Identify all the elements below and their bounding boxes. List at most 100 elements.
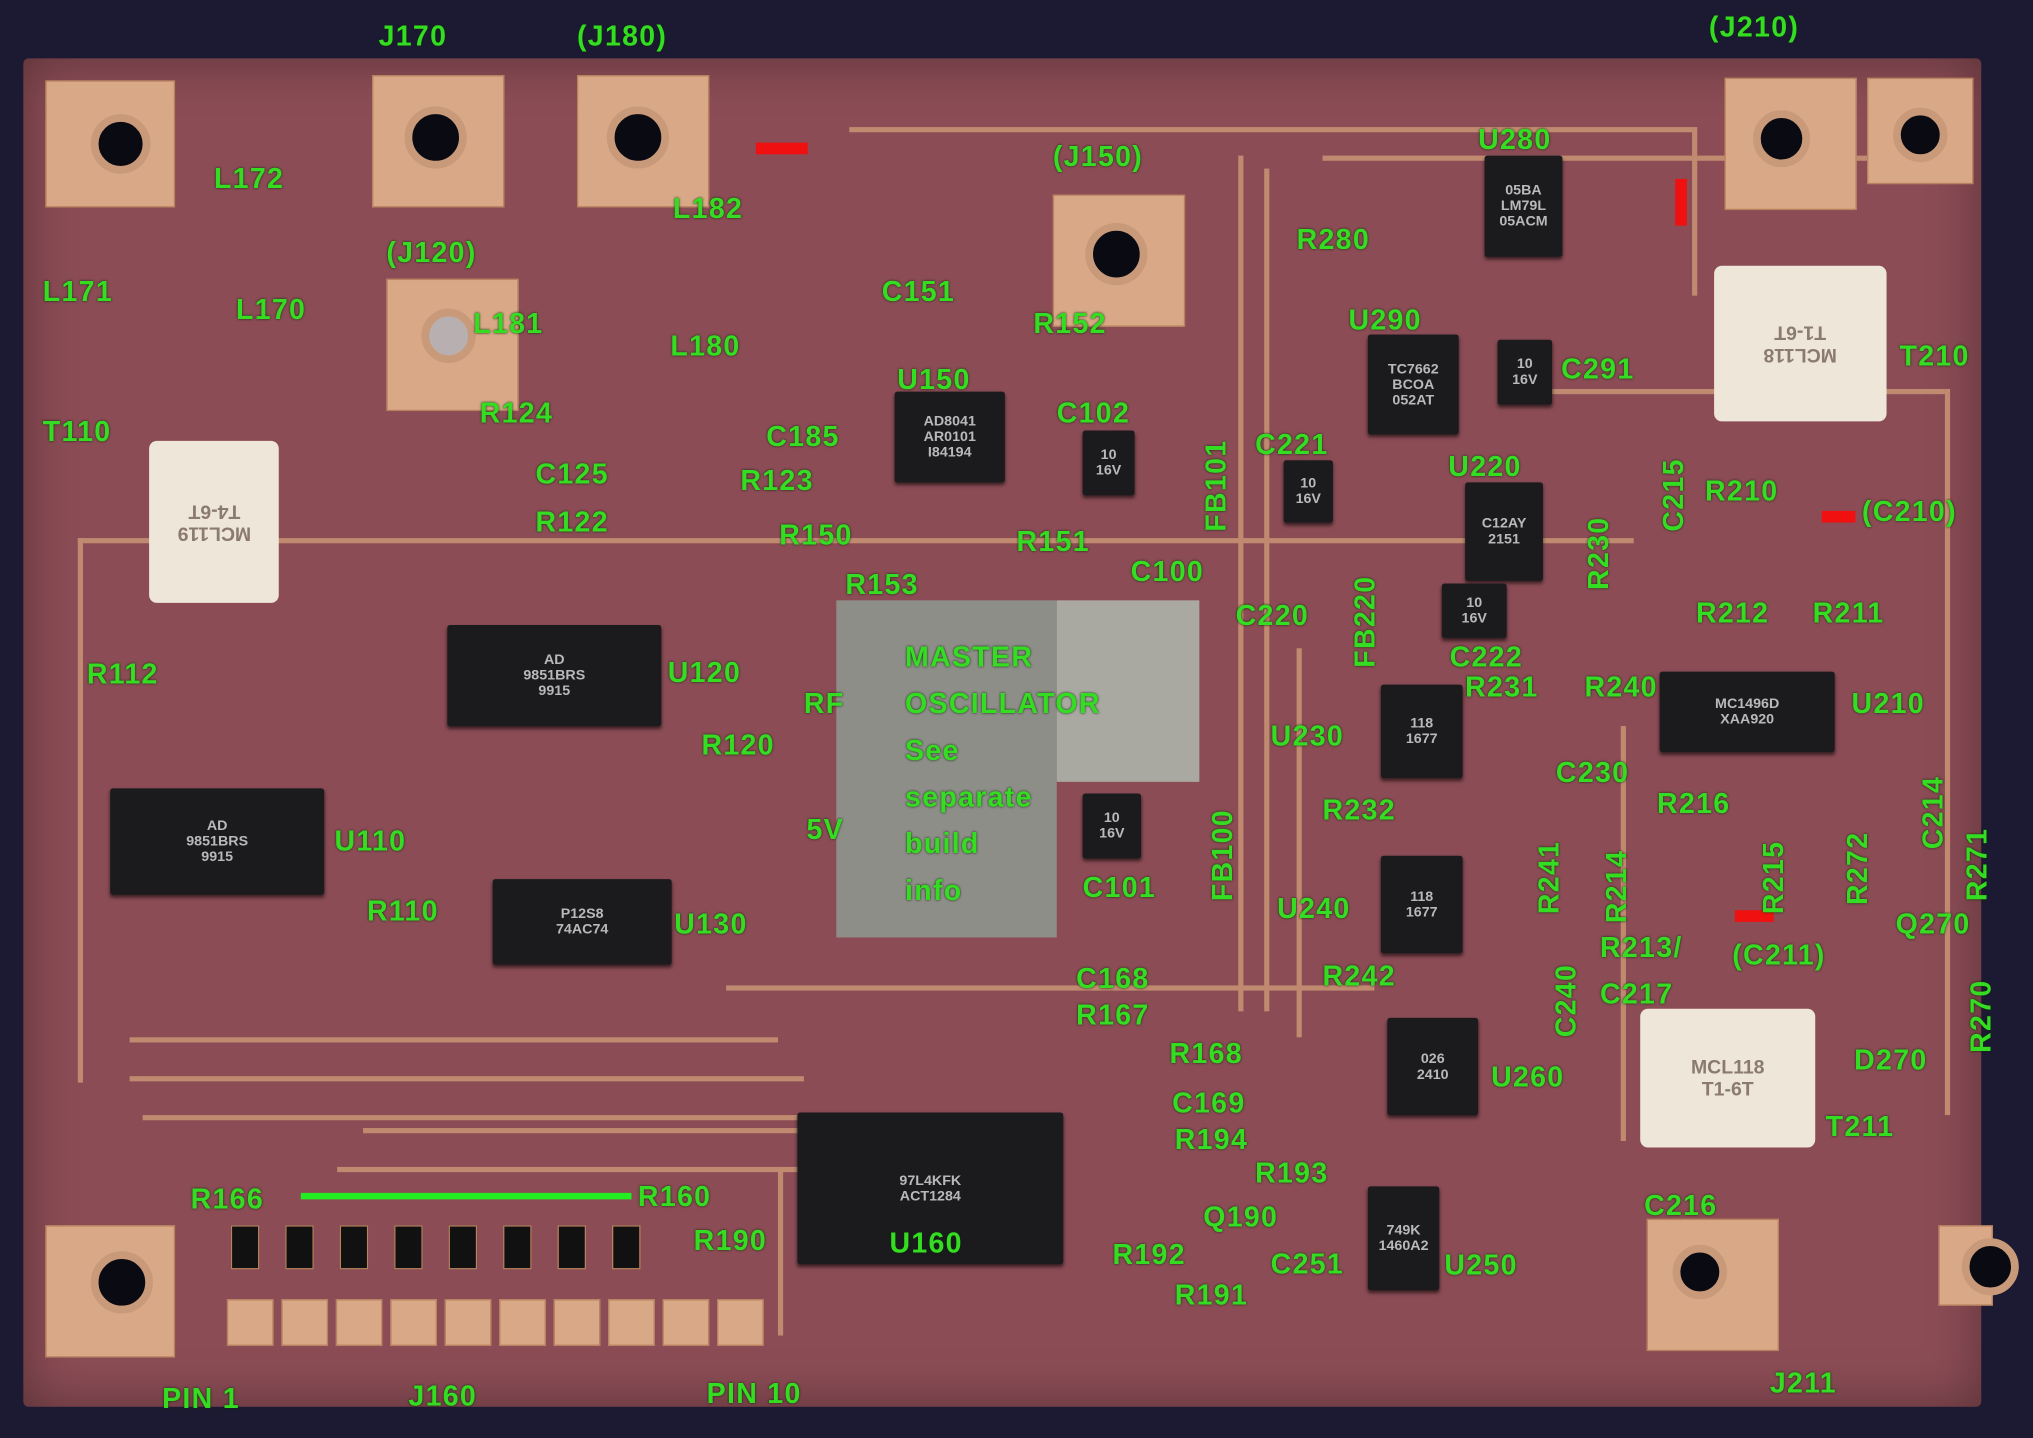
component-label: R151: [1016, 525, 1090, 558]
header-pin: [335, 1299, 383, 1346]
component-label: R272: [1841, 831, 1874, 906]
component-label: R215: [1756, 840, 1790, 915]
copper-trace: [1692, 127, 1698, 296]
component-label: FB220: [1348, 575, 1381, 668]
transformer: MCL119 T4-6T: [149, 440, 279, 603]
resistor-pad: [339, 1225, 369, 1270]
component-label: MASTER: [905, 640, 1034, 673]
mounting-hole: [1893, 107, 1948, 163]
transformer: MCL118 T1-6T: [1714, 265, 1887, 422]
component-label: R152: [1033, 307, 1107, 340]
component-label: R242: [1322, 959, 1396, 992]
jack-hole: [421, 308, 476, 364]
component-label: R211: [1812, 596, 1885, 629]
component-label: C291: [1561, 352, 1635, 386]
component-label: C101: [1082, 871, 1157, 904]
component-label: R112: [86, 657, 159, 690]
component-label: J211: [1769, 1366, 1837, 1400]
copper-trace: [129, 1037, 778, 1043]
header-pin: [444, 1299, 492, 1346]
copper-trace: [129, 1076, 804, 1082]
component-label: R241: [1532, 840, 1565, 915]
transformer-marking: MCL118 T1-6T: [1763, 321, 1838, 366]
component-label: R123: [740, 464, 814, 497]
ic-chip: AD8041 AR0101 I84194: [894, 391, 1005, 483]
transformer-marking: MCL119 T4-6T: [177, 499, 251, 544]
ic-chip: P12S8 74AC74: [492, 879, 672, 965]
component-label: (J120): [386, 235, 477, 269]
component-label: T210: [1899, 339, 1970, 373]
component-label: C151: [881, 274, 956, 308]
component-label: See: [905, 733, 960, 767]
copper-trace: [1296, 648, 1302, 1038]
component-label: R190: [693, 1223, 768, 1257]
resistor-pad: [394, 1225, 423, 1270]
copper-trace: [1322, 155, 1868, 161]
component-label: C217: [1600, 977, 1674, 1011]
component-label: (C210): [1861, 495, 1957, 528]
component-label: C168: [1076, 962, 1150, 995]
component-label: (J150): [1052, 140, 1144, 173]
copper-trace: [1944, 388, 1951, 1116]
component-label: C125: [535, 457, 609, 491]
component-label: R271: [1960, 827, 1993, 902]
ic-chip: AD 9851BRS 9915: [110, 788, 325, 895]
component-label: T110: [42, 414, 112, 448]
component-label: R240: [1584, 670, 1658, 703]
copper-trace: [1620, 726, 1626, 1142]
component-label: U210: [1851, 687, 1925, 720]
component-label: (C211): [1732, 938, 1826, 972]
mounting-hole: [404, 106, 467, 169]
header-pin: [553, 1299, 601, 1346]
connector-pad: [576, 75, 710, 208]
copper-trace: [337, 1166, 804, 1173]
component-label: C102: [1056, 396, 1131, 430]
component-label: R110: [366, 894, 439, 928]
ic-chip: 10 16V: [1497, 339, 1553, 405]
component-label: U120: [667, 656, 742, 689]
mounting-hole: [90, 1251, 153, 1314]
component-label: D270: [1854, 1043, 1928, 1077]
master-oscillator-can: [1056, 600, 1200, 782]
component-label: L180: [670, 329, 741, 362]
component-label: C185: [766, 420, 840, 453]
component-label: C220: [1235, 599, 1310, 632]
mounting-hole: [90, 114, 151, 174]
component-label: U160: [889, 1226, 963, 1259]
ic-chip: 10 16V: [1082, 793, 1142, 859]
ic-chip: MC1496D XAA920: [1659, 671, 1835, 753]
ic-chip: AD 9851BRS 9915: [447, 624, 662, 727]
copper-trace: [726, 985, 1375, 991]
component-label: R166: [190, 1182, 264, 1215]
component-label: U220: [1448, 449, 1522, 483]
ic-chip: 05BA LM79L 05ACM: [1484, 155, 1563, 257]
copper-trace: [1238, 155, 1244, 1012]
resistor-pad: [230, 1225, 260, 1270]
component-label: U280: [1478, 123, 1552, 156]
component-label: R214: [1600, 849, 1633, 924]
component-label: U290: [1348, 303, 1422, 336]
ic-chip: 118 1677: [1380, 855, 1463, 954]
mounting-hole: [1672, 1244, 1728, 1300]
header-pin: [499, 1299, 546, 1346]
component-label: L181: [473, 307, 544, 340]
red-marker: [1675, 178, 1687, 226]
component-label: L171: [42, 274, 114, 308]
component-label: R193: [1255, 1156, 1329, 1189]
ic-chip: 026 2410: [1387, 1017, 1479, 1116]
component-label: R122: [535, 505, 609, 539]
component-label: U150: [897, 363, 971, 396]
component-label: C169: [1172, 1086, 1246, 1119]
component-label: U240: [1277, 892, 1351, 925]
connector-pad: [386, 278, 519, 412]
ic-chip: 749K 1460A2: [1367, 1186, 1440, 1291]
component-label: U130: [674, 907, 748, 941]
component-label: R120: [701, 728, 775, 762]
resistor-pad: [611, 1225, 641, 1270]
component-label: separate: [905, 780, 1033, 813]
component-label: U250: [1444, 1248, 1518, 1282]
header-pin: [390, 1299, 437, 1346]
component-label: Q190: [1203, 1200, 1279, 1234]
